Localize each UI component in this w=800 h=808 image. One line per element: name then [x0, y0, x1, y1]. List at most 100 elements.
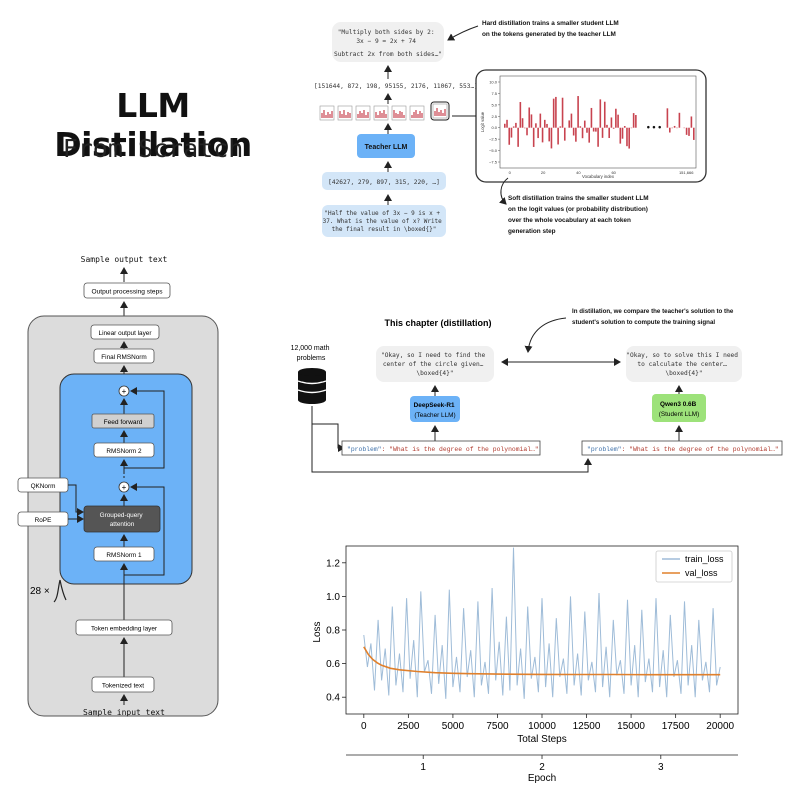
- logit-bar: [577, 96, 579, 128]
- logit-bar: [597, 127, 599, 147]
- student-model-label: Qwen3 0.6B (Student LLM): [659, 401, 700, 418]
- logit-bar: [599, 99, 602, 128]
- logit-bar: [559, 126, 562, 128]
- residual-add-symbol: +: [122, 483, 127, 492]
- loss-y-ticks: 0.40.60.81.01.2: [326, 558, 346, 704]
- logit-bar: [608, 127, 611, 139]
- logit-bar: [570, 113, 573, 128]
- arrow-icon: [68, 484, 84, 516]
- residual-connection-line: [124, 483, 165, 576]
- logit-bar: [581, 127, 584, 139]
- logit-bar: [595, 127, 597, 132]
- logit-bar: [621, 127, 624, 139]
- student-prompt-box: [581, 440, 783, 456]
- soft-distillation-note: Soft distillation trains the smaller stu…: [508, 195, 650, 235]
- logit-bar: [579, 126, 582, 128]
- input-text: "Half the value of 3x − 9 is x + 37. Wha…: [323, 210, 446, 233]
- logit-bar: [512, 126, 515, 128]
- loss-series-val-loss: [363, 646, 721, 676]
- arrow-icon: [447, 25, 479, 41]
- loss-x-tick-label: 5000: [442, 721, 465, 732]
- sample-output-text: Sample output text: [81, 255, 168, 264]
- dataset-label: 12,000 math problems: [291, 345, 332, 362]
- loss-x-tick-label: 0: [361, 721, 367, 732]
- logit-bar: [690, 116, 693, 128]
- arrow-icon: [498, 177, 509, 205]
- logit-x-tick-label: 40: [576, 170, 581, 175]
- logit-bar: [543, 119, 546, 128]
- logit-bar: [528, 107, 531, 128]
- logit-bar: [628, 127, 630, 149]
- teacher-output-box: [332, 22, 444, 62]
- vocabulary-ellipsis: • • •: [647, 122, 661, 132]
- hard-soft-distillation-diagram: "Multiply both sides by 2: 3x − 9 = 2x +…: [314, 20, 707, 237]
- teacher-prompt-box: [341, 440, 541, 456]
- layer-repeat-count: 28 ×: [30, 586, 50, 597]
- logit-bar: [563, 127, 566, 141]
- qknorm-label: QKNorm: [31, 483, 56, 490]
- logit-y-tick-label: −7.5: [489, 160, 498, 165]
- logit-y-tick-label: 0.0: [491, 125, 497, 130]
- feed-forward-label: Feed forward: [104, 419, 143, 426]
- loss-y-tick-label: 0.6: [326, 659, 340, 670]
- teacher-llm-block: [357, 134, 415, 158]
- loss-x-tick-label: 15000: [617, 721, 645, 732]
- student-solution-box: [626, 346, 742, 382]
- logit-bar: [588, 127, 591, 143]
- arrow-icon: [311, 424, 592, 473]
- page-title: LLM Distillation: [54, 86, 252, 164]
- legend-label-val-loss: val_loss: [685, 568, 718, 578]
- logit-bar: [617, 114, 619, 128]
- output-processing-block: [83, 282, 171, 299]
- logit-bar: [615, 108, 617, 128]
- logit-bar: [523, 127, 526, 129]
- logit-bar: [506, 119, 508, 128]
- logit-bar: [669, 127, 671, 133]
- logit-bar: [601, 127, 604, 138]
- loss-x-tick-label: 20000: [706, 721, 734, 732]
- loss-x-tick-label: 2500: [397, 721, 420, 732]
- logit-bar: [688, 127, 690, 136]
- rmsnorm1-block: [93, 546, 155, 562]
- loss-y-tick-label: 0.8: [326, 626, 340, 637]
- logit-y-ticks: 10.07.55.02.50.0−2.5−5.0−7.5: [489, 80, 500, 165]
- teacher-solution-box: [376, 346, 494, 382]
- logit-bar: [685, 127, 688, 135]
- student-model-block: [652, 394, 706, 422]
- logit-y-tick-label: 2.5: [491, 114, 497, 119]
- chapter-distillation-diagram: This chapter (distillation) In distillat…: [291, 308, 783, 473]
- grouped-query-attention-label: Grouped-query attention: [100, 512, 145, 528]
- loss-lines: [363, 547, 721, 699]
- output-token-ids: [151644, 872, 198, 95155, 2176, 11067, 5…: [314, 83, 478, 90]
- loss-y-tick-label: 1.0: [326, 592, 340, 603]
- linear-output-layer-label: Linear output layer: [99, 330, 153, 337]
- hard-distillation-note: Hard distillation trains a smaller stude…: [482, 20, 621, 38]
- logit-bar: [635, 115, 637, 128]
- legend-label-train-loss: train_loss: [685, 554, 724, 564]
- teacher-llm-label: Teacher LLM: [365, 144, 408, 151]
- logit-bar: [552, 98, 555, 128]
- logit-bar: [557, 127, 559, 145]
- loss-x-axis-label: Total Steps: [517, 734, 566, 745]
- logit-x-tick-label: 20: [541, 170, 546, 175]
- logit-bar: [548, 127, 551, 142]
- logit-y-tick-label: −2.5: [489, 137, 498, 142]
- logit-bar: [603, 101, 606, 128]
- logit-bar: [530, 114, 533, 128]
- logit-x-tick-label: 0: [509, 170, 512, 175]
- epoch-axis-label: Epoch: [528, 773, 556, 784]
- logit-bar: [583, 120, 586, 128]
- logit-bar: [623, 126, 626, 128]
- logit-bar: [568, 120, 571, 128]
- logit-bar: [541, 127, 544, 143]
- logit-y-tick-label: 5.0: [491, 102, 497, 107]
- input-token-ids: [42627, 279, 897, 315, 220, …]: [328, 179, 440, 186]
- linear-output-layer-block: [90, 324, 160, 340]
- page-subtitle: From Scratch: [62, 134, 244, 163]
- loss-y-axis-label: Loss: [312, 621, 323, 642]
- logit-bar: [519, 102, 522, 128]
- loss-y-tick-label: 0.4: [326, 693, 340, 704]
- token-embedding-label: Token embedding layer: [91, 626, 158, 633]
